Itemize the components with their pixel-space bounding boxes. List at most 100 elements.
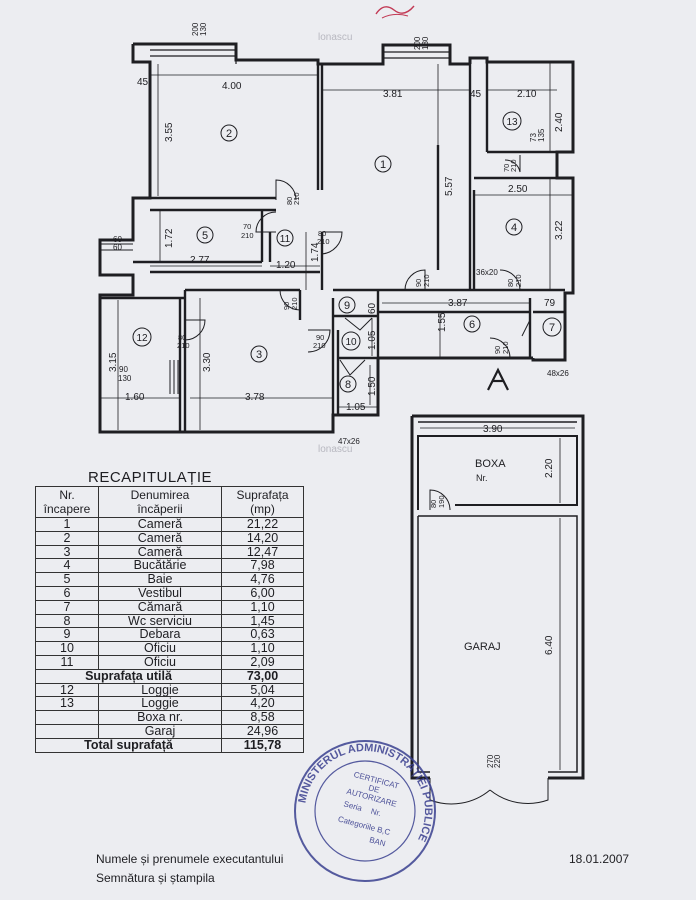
dim-door-47x26: 47x26 bbox=[338, 437, 360, 446]
dim-top-window-a: 200 bbox=[191, 22, 200, 36]
dim-width-boxa: 3.90 bbox=[483, 424, 503, 435]
garage-walls bbox=[410, 414, 585, 780]
recap-title: RECAPITULAȚIE bbox=[88, 469, 213, 486]
dim-width-room13: 2.10 bbox=[517, 89, 537, 100]
row-suprafata: 1,10 bbox=[221, 599, 304, 615]
row-suprafata: 4,20 bbox=[221, 696, 304, 712]
door-spec-b: 210 bbox=[501, 341, 510, 354]
stamp-line-4: Seria bbox=[343, 799, 364, 813]
dim-door-48x26: 48x26 bbox=[547, 369, 569, 378]
dim-79: 79 bbox=[544, 298, 556, 309]
room-13-number: 13 bbox=[506, 117, 518, 128]
top-windows bbox=[150, 46, 450, 64]
watermark: lonascu lonascu bbox=[318, 32, 352, 455]
row-denumire: Garaj bbox=[98, 723, 222, 739]
door-spec-a: 80 bbox=[506, 279, 515, 287]
dim-door-36x20: 36x20 bbox=[476, 268, 498, 277]
row-denumire: Bucătărie bbox=[98, 558, 222, 574]
room-2-number: 2 bbox=[226, 128, 232, 140]
row-nr: 2 bbox=[35, 530, 99, 546]
dim-height-garaj: 6.40 bbox=[544, 635, 555, 655]
header-nr: Nr. încapere bbox=[35, 486, 99, 518]
dim-window-left-a: 60 bbox=[113, 235, 122, 244]
dim-width-vestibul6: 3.87 bbox=[448, 298, 468, 309]
garage-door-swing bbox=[429, 489, 549, 805]
dim-60: 60 bbox=[367, 302, 378, 314]
door-spec-b: 210 bbox=[177, 341, 190, 350]
dim-height-room3: 3.30 bbox=[202, 352, 213, 372]
door-spec-labels: 80 210 70 210 80 210 90 210 80 210 90 21… bbox=[177, 159, 523, 508]
row-nr: 11 bbox=[35, 654, 99, 670]
total-label: Total suprafață bbox=[35, 737, 222, 753]
total-value: 115,78 bbox=[221, 737, 304, 753]
header-suprafata: Suprafața (mp) bbox=[221, 486, 304, 518]
row-suprafata: 21,22 bbox=[221, 517, 304, 532]
stamp-line-2: DE bbox=[367, 783, 380, 795]
door-spec-b: 190 bbox=[437, 495, 446, 508]
dim-height-room4: 3.22 bbox=[554, 220, 565, 240]
dim-top-window-b: 200 bbox=[413, 36, 422, 50]
room-12-number: 12 bbox=[136, 333, 148, 344]
corner-mark bbox=[375, 5, 415, 19]
room-8-number: 8 bbox=[345, 379, 351, 391]
north-arrow bbox=[487, 367, 509, 391]
room-11-number: 11 bbox=[280, 234, 291, 245]
row-nr: 4 bbox=[35, 558, 99, 574]
dim-height-room12: 3.15 bbox=[108, 352, 119, 372]
row-denumire: Cameră bbox=[98, 544, 222, 560]
row-denumire: Loggie bbox=[98, 682, 222, 698]
row-nr: 1 bbox=[35, 517, 99, 532]
row-nr: 10 bbox=[35, 641, 99, 656]
stamp-line-7: BAN bbox=[368, 835, 386, 848]
dimension-lines bbox=[100, 62, 573, 430]
dim-height-room1: 5.57 bbox=[444, 176, 455, 196]
boxa-label: BOXA bbox=[475, 458, 506, 470]
row-suprafata: 4,76 bbox=[221, 572, 304, 587]
room-4-number: 4 bbox=[511, 222, 517, 234]
row-denumire: Baie bbox=[98, 572, 222, 587]
dim-window-left-b: 60 bbox=[113, 243, 122, 252]
door-spec-b: 210 bbox=[313, 341, 326, 350]
dim-width-hall11: 1.20 bbox=[276, 260, 296, 271]
stamp-line-6: Categoriile B,C bbox=[337, 814, 392, 837]
dim-garage-door-a: 270 bbox=[486, 754, 495, 768]
room-numbers bbox=[132, 111, 562, 393]
dim-width-room5: 2.77 bbox=[190, 255, 210, 266]
door-spec-b: 210 bbox=[509, 159, 518, 172]
dim-height-hall11: 1.74 bbox=[310, 242, 321, 262]
door-spec-a: 80 bbox=[429, 500, 438, 508]
dim-door-135: 135 bbox=[537, 128, 546, 142]
door-spec-b: 210 bbox=[290, 297, 299, 310]
recap-row: Boxa nr.8,58 bbox=[35, 710, 304, 725]
stamp-line-5: Nr. bbox=[370, 807, 382, 818]
row-suprafata: 0,63 bbox=[221, 627, 304, 643]
room-number-labels: 2 1 3 4 5 6 7 8 9 10 11 12 13 bbox=[136, 117, 555, 391]
dim-height-boxa: 2.20 bbox=[544, 458, 555, 478]
row-suprafata: 12,47 bbox=[221, 544, 304, 560]
dim-width-room4: 2.50 bbox=[508, 184, 528, 195]
boxa-nr-label: Nr. bbox=[476, 473, 488, 483]
dim-height-wc8: 1.50 bbox=[367, 376, 378, 396]
dim-door-73: 73 bbox=[529, 133, 538, 142]
util-value: 73,00 bbox=[221, 668, 304, 684]
door-spec-b: 210 bbox=[292, 192, 301, 205]
window-left bbox=[100, 243, 133, 251]
row-nr: 6 bbox=[35, 585, 99, 601]
row-suprafata: 7,98 bbox=[221, 558, 304, 574]
dim-window-90: 90 bbox=[119, 365, 128, 374]
dim-window-130: 130 bbox=[118, 374, 132, 383]
room-9-number: 9 bbox=[344, 300, 350, 312]
document-date: 18.01.2007 bbox=[569, 852, 630, 866]
door-spec-a: 80 bbox=[178, 333, 186, 342]
room-6-number: 6 bbox=[469, 319, 475, 331]
row-nr: 13 bbox=[35, 696, 99, 712]
row-denumire: Wc serviciu bbox=[98, 613, 222, 629]
room-1-number: 1 bbox=[380, 159, 386, 171]
row-denumire: Loggie bbox=[98, 696, 222, 712]
row-nr: 3 bbox=[35, 544, 99, 560]
